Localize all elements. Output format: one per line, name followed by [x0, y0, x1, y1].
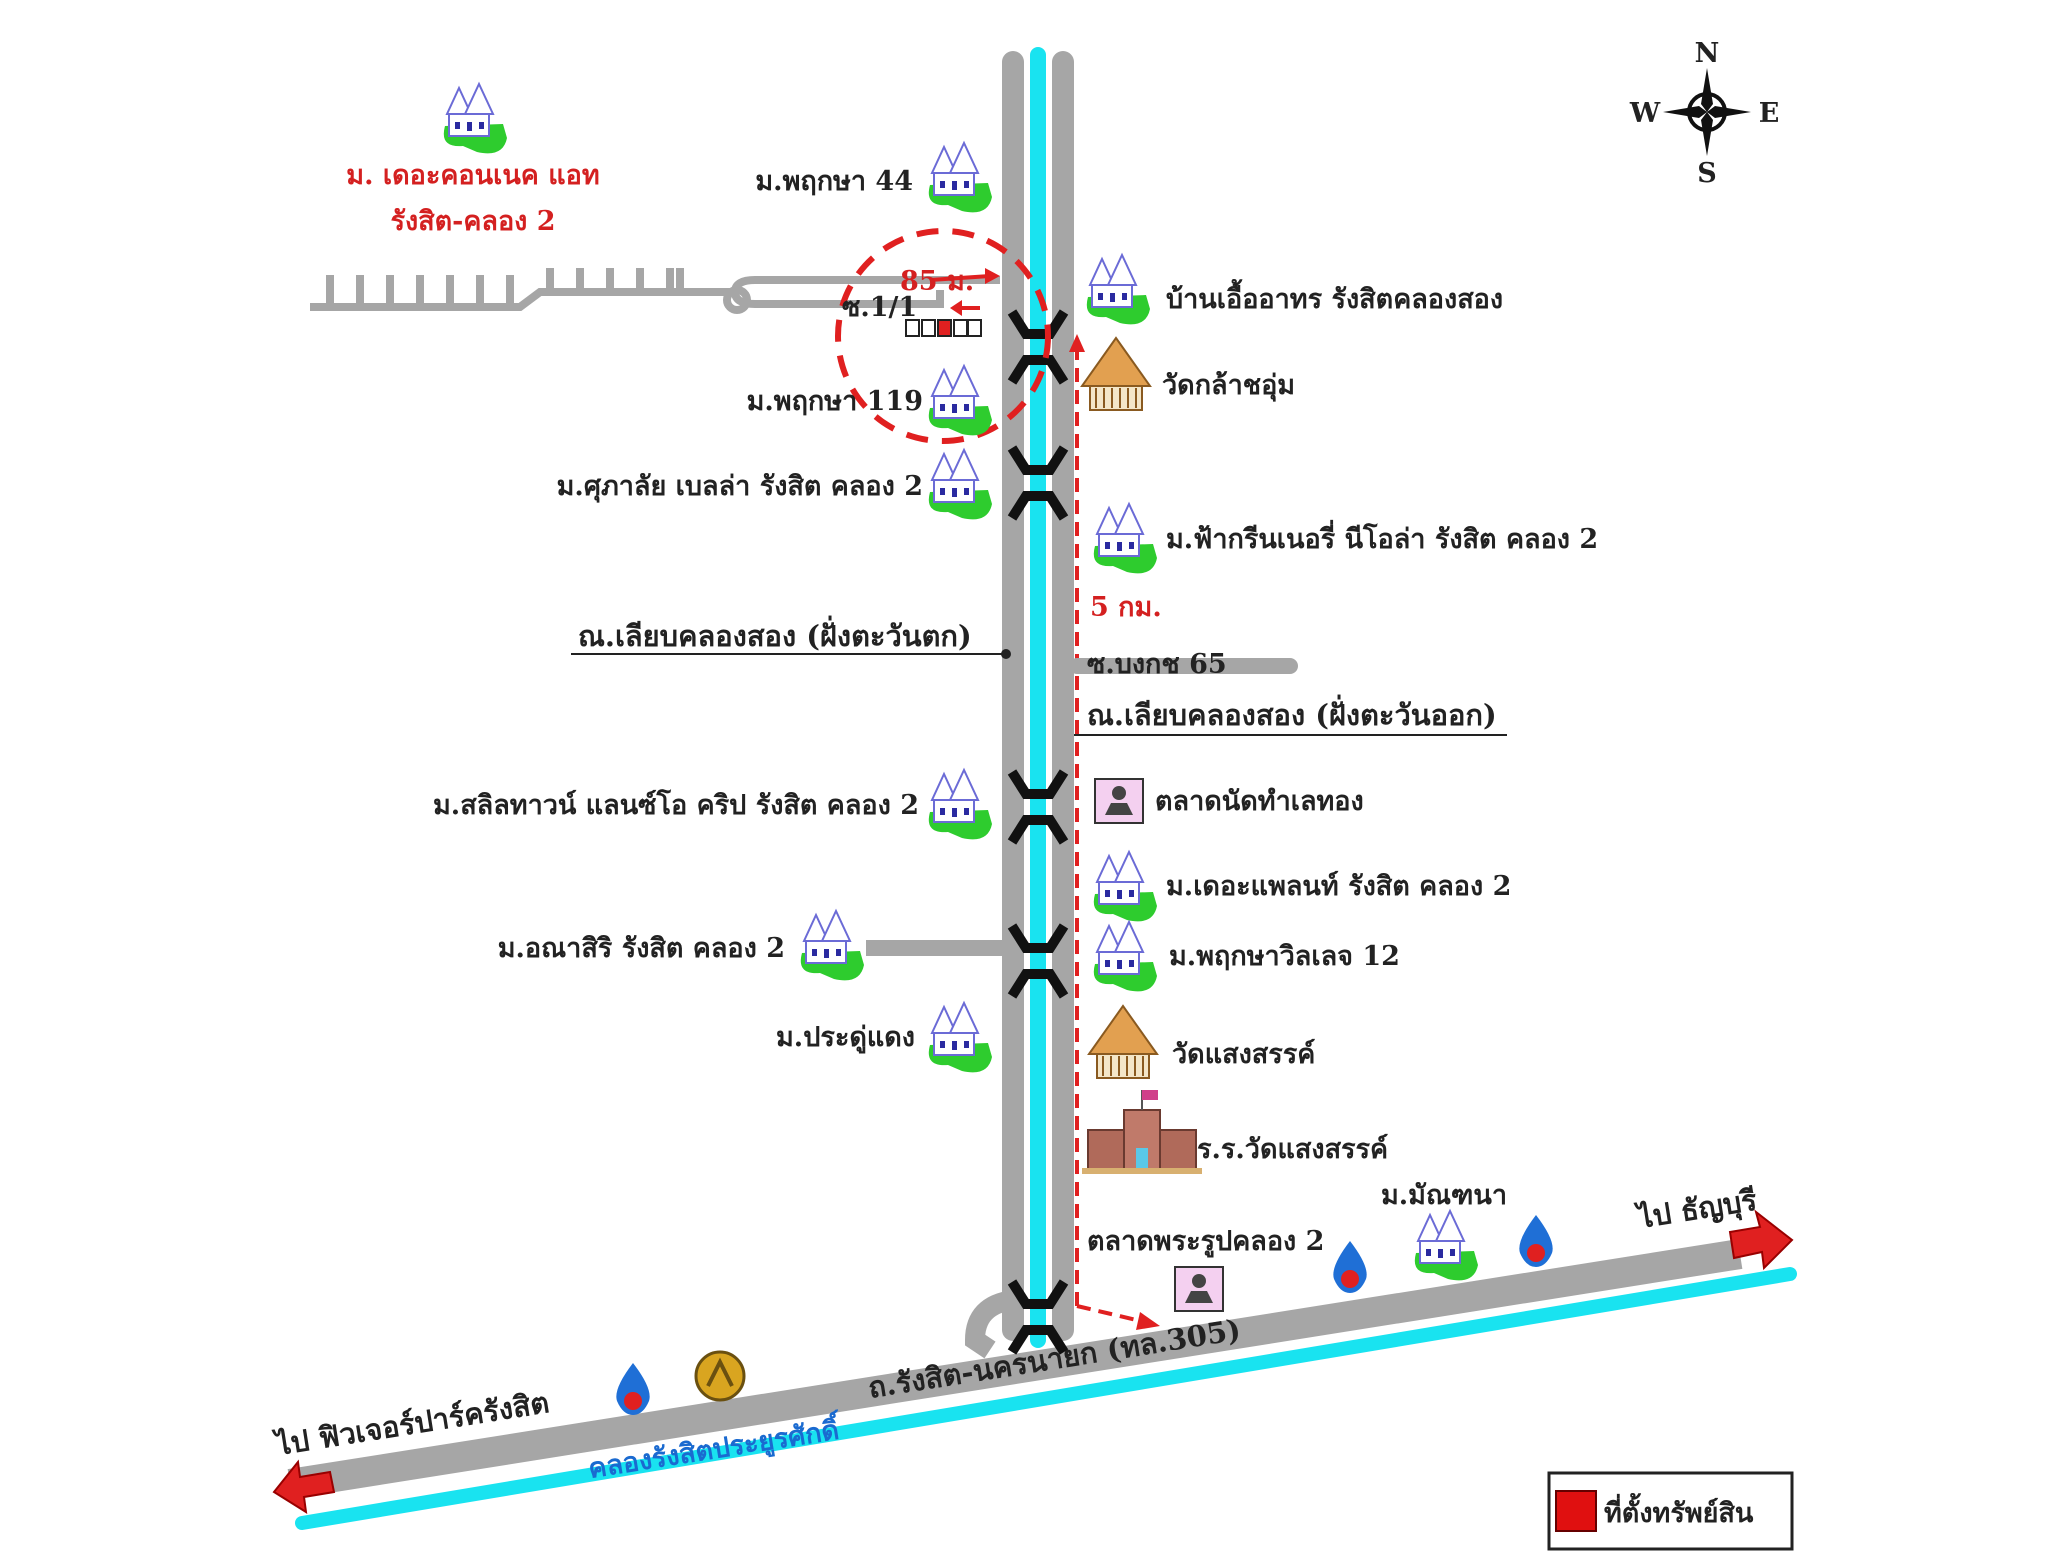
label-distance-5km: 5 กม.	[1090, 592, 1162, 623]
legend: ที่ตั้งทรัพย์สิน	[1547, 1471, 1794, 1551]
soi-1-1-road	[310, 268, 1000, 314]
housing-icon	[927, 769, 993, 841]
compass-icon: N S W E	[1629, 38, 1779, 189]
compass-s: S	[1697, 158, 1717, 189]
legend-property-label: ที่ตั้งทรัพย์สิน	[1604, 1492, 1754, 1529]
label-pruksa44: ม.พฤกษา 44	[755, 166, 913, 197]
label-road-east: ณ.เลียบคลองสอง (ฝั่งตะวันออก)	[1087, 694, 1497, 732]
market-icon	[1094, 778, 1144, 824]
property-marker	[905, 319, 982, 337]
housing-icon	[1413, 1210, 1479, 1282]
label-pruksa119: ม.พฤกษา 119	[747, 386, 923, 417]
label-salil: ม.สลิลทาวน์ แลนซ์โอ คริป รังสิต คลอง 2	[433, 788, 919, 821]
housing-icon	[1092, 851, 1158, 923]
compass-n: N	[1695, 38, 1720, 69]
label-connect-2: รังสิต-คลอง 2	[390, 206, 555, 237]
label-distance-85m: 85 ม.	[900, 266, 974, 297]
property-highlight-circle	[835, 228, 1051, 444]
housing-icon	[442, 83, 508, 155]
housing-icon	[927, 142, 993, 214]
label-school: ร.ร.วัดแสงสรรค์	[1197, 1133, 1388, 1165]
label-anasiri: ม.อณาสิริ รังสิต คลอง 2	[498, 933, 785, 964]
housing-icon	[927, 365, 993, 437]
gas-station-icon	[1333, 1241, 1367, 1293]
compass-e: E	[1759, 98, 1780, 129]
arrow-east-icon	[1728, 1209, 1794, 1271]
label-wat-klachaoum: วัดกล้าชอุ่ม	[1162, 370, 1295, 402]
label-market-thamlae: ตลาดนัดทำเลทอง	[1155, 786, 1364, 817]
label-to-thanyaburi: ไป ธัญบุรี	[1633, 1183, 1760, 1237]
main-road	[287, 1239, 1743, 1499]
label-pruksa-village12: ม.พฤกษาวิลเลจ 12	[1169, 941, 1400, 972]
label-pradu-daeng: ม.ประดู่แดง	[776, 1022, 915, 1054]
arrow-west-icon	[272, 1459, 336, 1514]
label-connect: ม. เดอะคอนเนค แอท	[346, 160, 599, 191]
gas-station-icon	[616, 1363, 650, 1415]
label-wat-saengsan: วัดแสงสรรค์	[1172, 1038, 1315, 1070]
bank-icon	[694, 1350, 746, 1402]
compass-w: W	[1629, 98, 1661, 129]
housing-icon	[1092, 921, 1158, 993]
rangsit-canal	[295, 1267, 1797, 1530]
legend-property-swatch	[1555, 1490, 1597, 1532]
housing-icon	[927, 449, 993, 521]
label-supalai: ม.ศุภาลัย เบลล่า รังสิต คลอง 2	[557, 471, 923, 503]
market-icon	[1174, 1266, 1224, 1312]
label-the-plant: ม.เดอะแพลนท์ รังสิต คลอง 2	[1166, 870, 1511, 902]
label-road-west: ณ.เลียบคลองสอง (ฝั่งตะวันตก)	[578, 615, 972, 653]
label-baan-ua: บ้านเอื้ออาทร รังสิตคลองสอง	[1166, 278, 1503, 315]
gas-station-icon	[1519, 1215, 1553, 1267]
label-mantana: ม.มัณฑนา	[1381, 1180, 1507, 1211]
housing-icon	[927, 1002, 993, 1074]
temple-icon	[1088, 1005, 1158, 1079]
label-market-phraroop: ตลาดพระรูปคลอง 2	[1087, 1226, 1324, 1258]
housing-icon	[1085, 254, 1151, 326]
housing-icon	[1092, 503, 1158, 575]
label-soi-1-1: ซ.1/1	[842, 292, 917, 323]
temple-icon	[1081, 337, 1151, 411]
school-icon	[1082, 1090, 1202, 1174]
housing-icon	[799, 910, 865, 982]
label-fah-green: ม.ฟ้ากรีนเนอรี่ นีโอล่า รังสิต คลอง 2	[1166, 519, 1598, 555]
label-soi-bongkot: ซ.บงกช 65	[1087, 649, 1227, 680]
